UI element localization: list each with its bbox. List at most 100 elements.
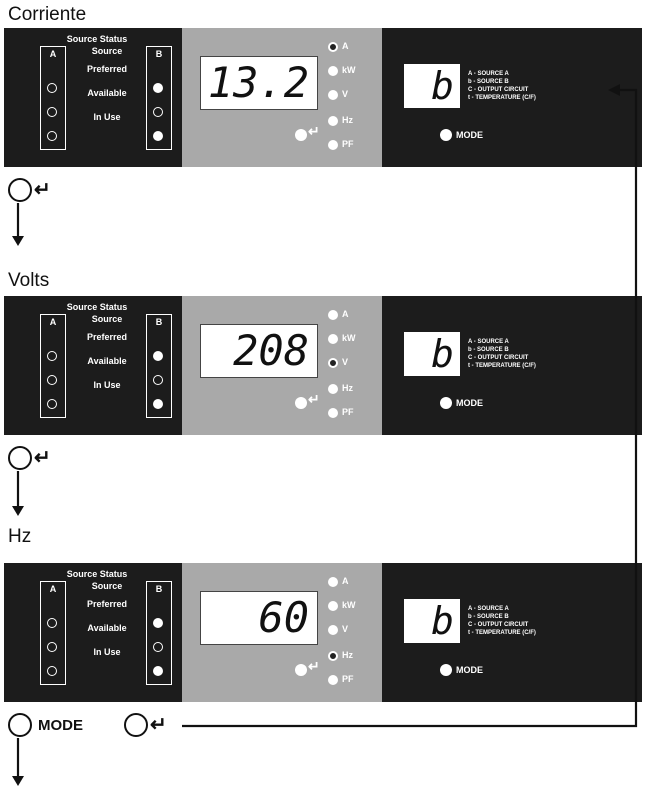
enter-press-circle-icon xyxy=(124,713,148,737)
source-status-label: Source Status xyxy=(66,569,128,579)
indicator-dot-v xyxy=(328,90,338,100)
down-arrow-head xyxy=(12,236,24,246)
legend-line: t - TEMPERATURE (C/F) xyxy=(468,95,536,101)
mode-press-circle-icon xyxy=(8,713,32,737)
indicator-label-hz: Hz xyxy=(342,115,353,125)
meter-display: 208 xyxy=(200,324,318,378)
column-b: B xyxy=(146,46,172,150)
column-a: A xyxy=(40,314,66,418)
status-dot-b-available xyxy=(153,375,163,385)
legend-line: A - SOURCE A xyxy=(468,71,509,77)
status-dot-a-preferred xyxy=(47,618,57,628)
row-label-available: Available xyxy=(87,356,127,366)
section-title-hz: Hz xyxy=(8,526,32,547)
row-label-available: Available xyxy=(87,88,127,98)
section-title-current: Corriente xyxy=(8,4,87,25)
panel-volts: Source Status A B Source Preferred Avail… xyxy=(4,296,642,435)
legend-line: C - OUTPUT CIRCUIT xyxy=(468,87,529,93)
status-dot-b-available xyxy=(153,107,163,117)
status-dot-b-available xyxy=(153,642,163,652)
enter-press-circle-icon xyxy=(8,178,32,202)
indicator-label-pf: PF xyxy=(342,674,354,684)
source-status-section: Source Status A B Source Preferred Avail… xyxy=(4,28,182,167)
status-dot-b-in-use xyxy=(153,399,163,409)
column-b: B xyxy=(146,314,172,418)
mode-label: MODE xyxy=(456,130,483,140)
indicator-dot-hz xyxy=(328,651,338,661)
enter-icon: ↵ xyxy=(308,391,320,407)
column-a-label: A xyxy=(49,49,57,59)
down-arrow-head xyxy=(12,776,24,786)
indicator-dot-pf xyxy=(328,140,338,150)
row-label-in-use: In Use xyxy=(93,647,121,657)
enter-arrow-icon: ↵ xyxy=(34,447,51,469)
status-dot-a-available xyxy=(47,375,57,385)
status-dot-a-in-use xyxy=(47,131,57,141)
source-display: b xyxy=(404,599,460,643)
panel-hz: Source Status A B Source Preferred Avail… xyxy=(4,563,642,702)
legend-line: C - OUTPUT CIRCUIT xyxy=(468,622,529,628)
enter-button[interactable] xyxy=(295,397,307,409)
indicator-label-kw: kW xyxy=(342,65,356,75)
indicator-dot-pf xyxy=(328,408,338,418)
indicator-dot-a xyxy=(328,577,338,587)
status-dot-a-available xyxy=(47,107,57,117)
row-label-source: Source xyxy=(91,581,123,591)
enter-icon: ↵ xyxy=(308,658,320,674)
source-legend: A - SOURCE A b - SOURCE B C - OUTPUT CIR… xyxy=(468,70,536,102)
row-label-preferred: Preferred xyxy=(86,332,128,342)
enter-icon: ↵ xyxy=(308,123,320,139)
panel-current: Source Status A B Source Preferred Avail… xyxy=(4,28,642,167)
indicator-dot-pf xyxy=(328,675,338,685)
status-dot-b-preferred xyxy=(153,618,163,628)
meter-display: 60 xyxy=(200,591,318,645)
indicator-label-pf: PF xyxy=(342,407,354,417)
enter-button[interactable] xyxy=(295,129,307,141)
row-label-preferred: Preferred xyxy=(86,599,128,609)
legend-line: A - SOURCE A xyxy=(468,606,509,612)
indicator-dot-kw xyxy=(328,334,338,344)
column-b-label: B xyxy=(155,317,163,327)
indicator-dot-a xyxy=(328,310,338,320)
row-label-in-use: In Use xyxy=(93,380,121,390)
mode-label: MODE xyxy=(456,398,483,408)
column-a: A xyxy=(40,581,66,685)
enter-button[interactable] xyxy=(295,664,307,676)
indicator-label-v: V xyxy=(342,357,349,367)
meter-display: 13.2 xyxy=(200,56,318,110)
source-select-section: b A - SOURCE A b - SOURCE B C - OUTPUT C… xyxy=(382,563,642,702)
legend-line: b - SOURCE B xyxy=(468,347,509,353)
indicator-dot-v xyxy=(328,625,338,635)
mode-button[interactable] xyxy=(440,664,452,676)
indicator-dot-kw xyxy=(328,601,338,611)
row-label-in-use: In Use xyxy=(93,112,121,122)
mode-button[interactable] xyxy=(440,397,452,409)
indicator-label-a: A xyxy=(342,576,349,586)
status-dot-a-available xyxy=(47,642,57,652)
meter-section: 60 A kW V Hz PF ↵ xyxy=(182,563,382,702)
indicator-dot-hz xyxy=(328,384,338,394)
status-dot-a-in-use xyxy=(47,399,57,409)
meter-section: 13.2 A kW V Hz PF ↵ xyxy=(182,28,382,167)
mode-button[interactable] xyxy=(440,129,452,141)
indicator-label-hz: Hz xyxy=(342,383,353,393)
indicator-label-pf: PF xyxy=(342,139,354,149)
column-a-label: A xyxy=(49,317,57,327)
column-a-label: A xyxy=(49,584,57,594)
source-legend: A - SOURCE A b - SOURCE B C - OUTPUT CIR… xyxy=(468,338,536,370)
row-label-source: Source xyxy=(91,314,123,324)
indicator-label-kw: kW xyxy=(342,333,356,343)
status-dot-a-in-use xyxy=(47,666,57,676)
source-status-label: Source Status xyxy=(66,34,128,44)
column-b-label: B xyxy=(155,49,163,59)
source-status-section: Source Status A B Source Preferred Avail… xyxy=(4,563,182,702)
row-label-source: Source xyxy=(91,46,123,56)
indicator-dot-a xyxy=(328,42,338,52)
indicator-dot-kw xyxy=(328,66,338,76)
mode-label: MODE xyxy=(456,665,483,675)
legend-line: b - SOURCE B xyxy=(468,614,509,620)
legend-line: A - SOURCE A xyxy=(468,339,509,345)
source-display: b xyxy=(404,332,460,376)
source-legend: A - SOURCE A b - SOURCE B C - OUTPUT CIR… xyxy=(468,605,536,637)
status-dot-b-preferred xyxy=(153,83,163,93)
